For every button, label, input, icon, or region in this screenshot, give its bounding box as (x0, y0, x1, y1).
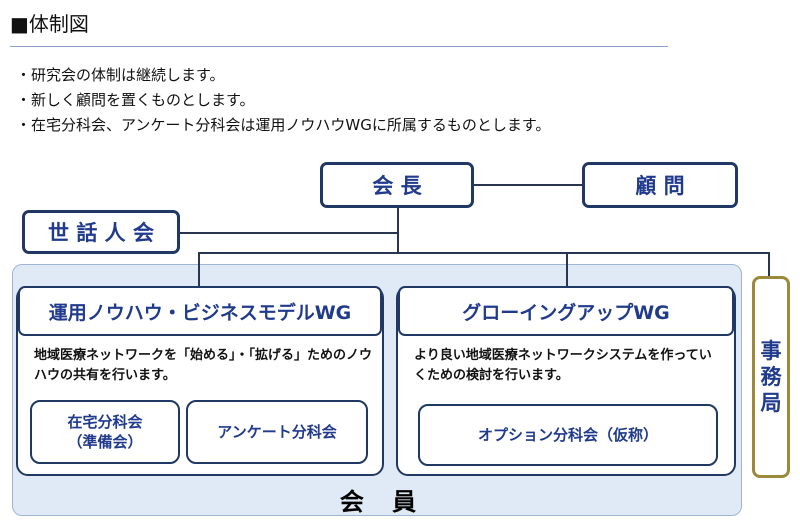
chair-advisor-connector (474, 184, 582, 186)
wg1-title: 運用ノウハウ・ビジネスモデルWG (18, 286, 382, 336)
wg1-connector (198, 252, 200, 286)
bullet-2: ・新しく顧問を置くものとします。 (16, 91, 255, 109)
organizers-box: 世 話 人 会 (22, 210, 180, 254)
home-care-subcommittee: 在宅分科会 （準備会） (30, 400, 180, 464)
chair-box: 会 長 (320, 162, 474, 208)
organizers-connector (180, 232, 398, 234)
secretariat-connector (768, 252, 770, 276)
advisor-box: 顧 問 (582, 162, 738, 208)
survey-subcommittee: アンケート分科会 (186, 400, 368, 464)
chair-down-connector (397, 207, 399, 254)
wg1-description: 地域医療ネットワークを「始める」・「拡げる」ためのノウハウの共有を行います。 (34, 348, 373, 383)
bullet-3: ・在宅分科会、アンケート分科会は運用ノウハウWGに所属するものとします。 (16, 116, 551, 134)
title-divider (10, 46, 668, 47)
wg2-title: グローイングアップWG (398, 286, 734, 336)
wg2-description: より良い地域医療ネットワークシステムを作っていくための検討を行います。 (414, 348, 712, 383)
secretariat-box: 事 務 局 (752, 276, 790, 478)
bullet-1: ・研究会の体制は継続します。 (16, 66, 225, 84)
option-subcommittee: オプション分科会（仮称） (418, 404, 718, 466)
branch-connector (198, 252, 770, 254)
members-label: 会 員 (339, 488, 427, 516)
page-title: ■体制図 (10, 12, 89, 36)
wg2-connector (566, 252, 568, 286)
